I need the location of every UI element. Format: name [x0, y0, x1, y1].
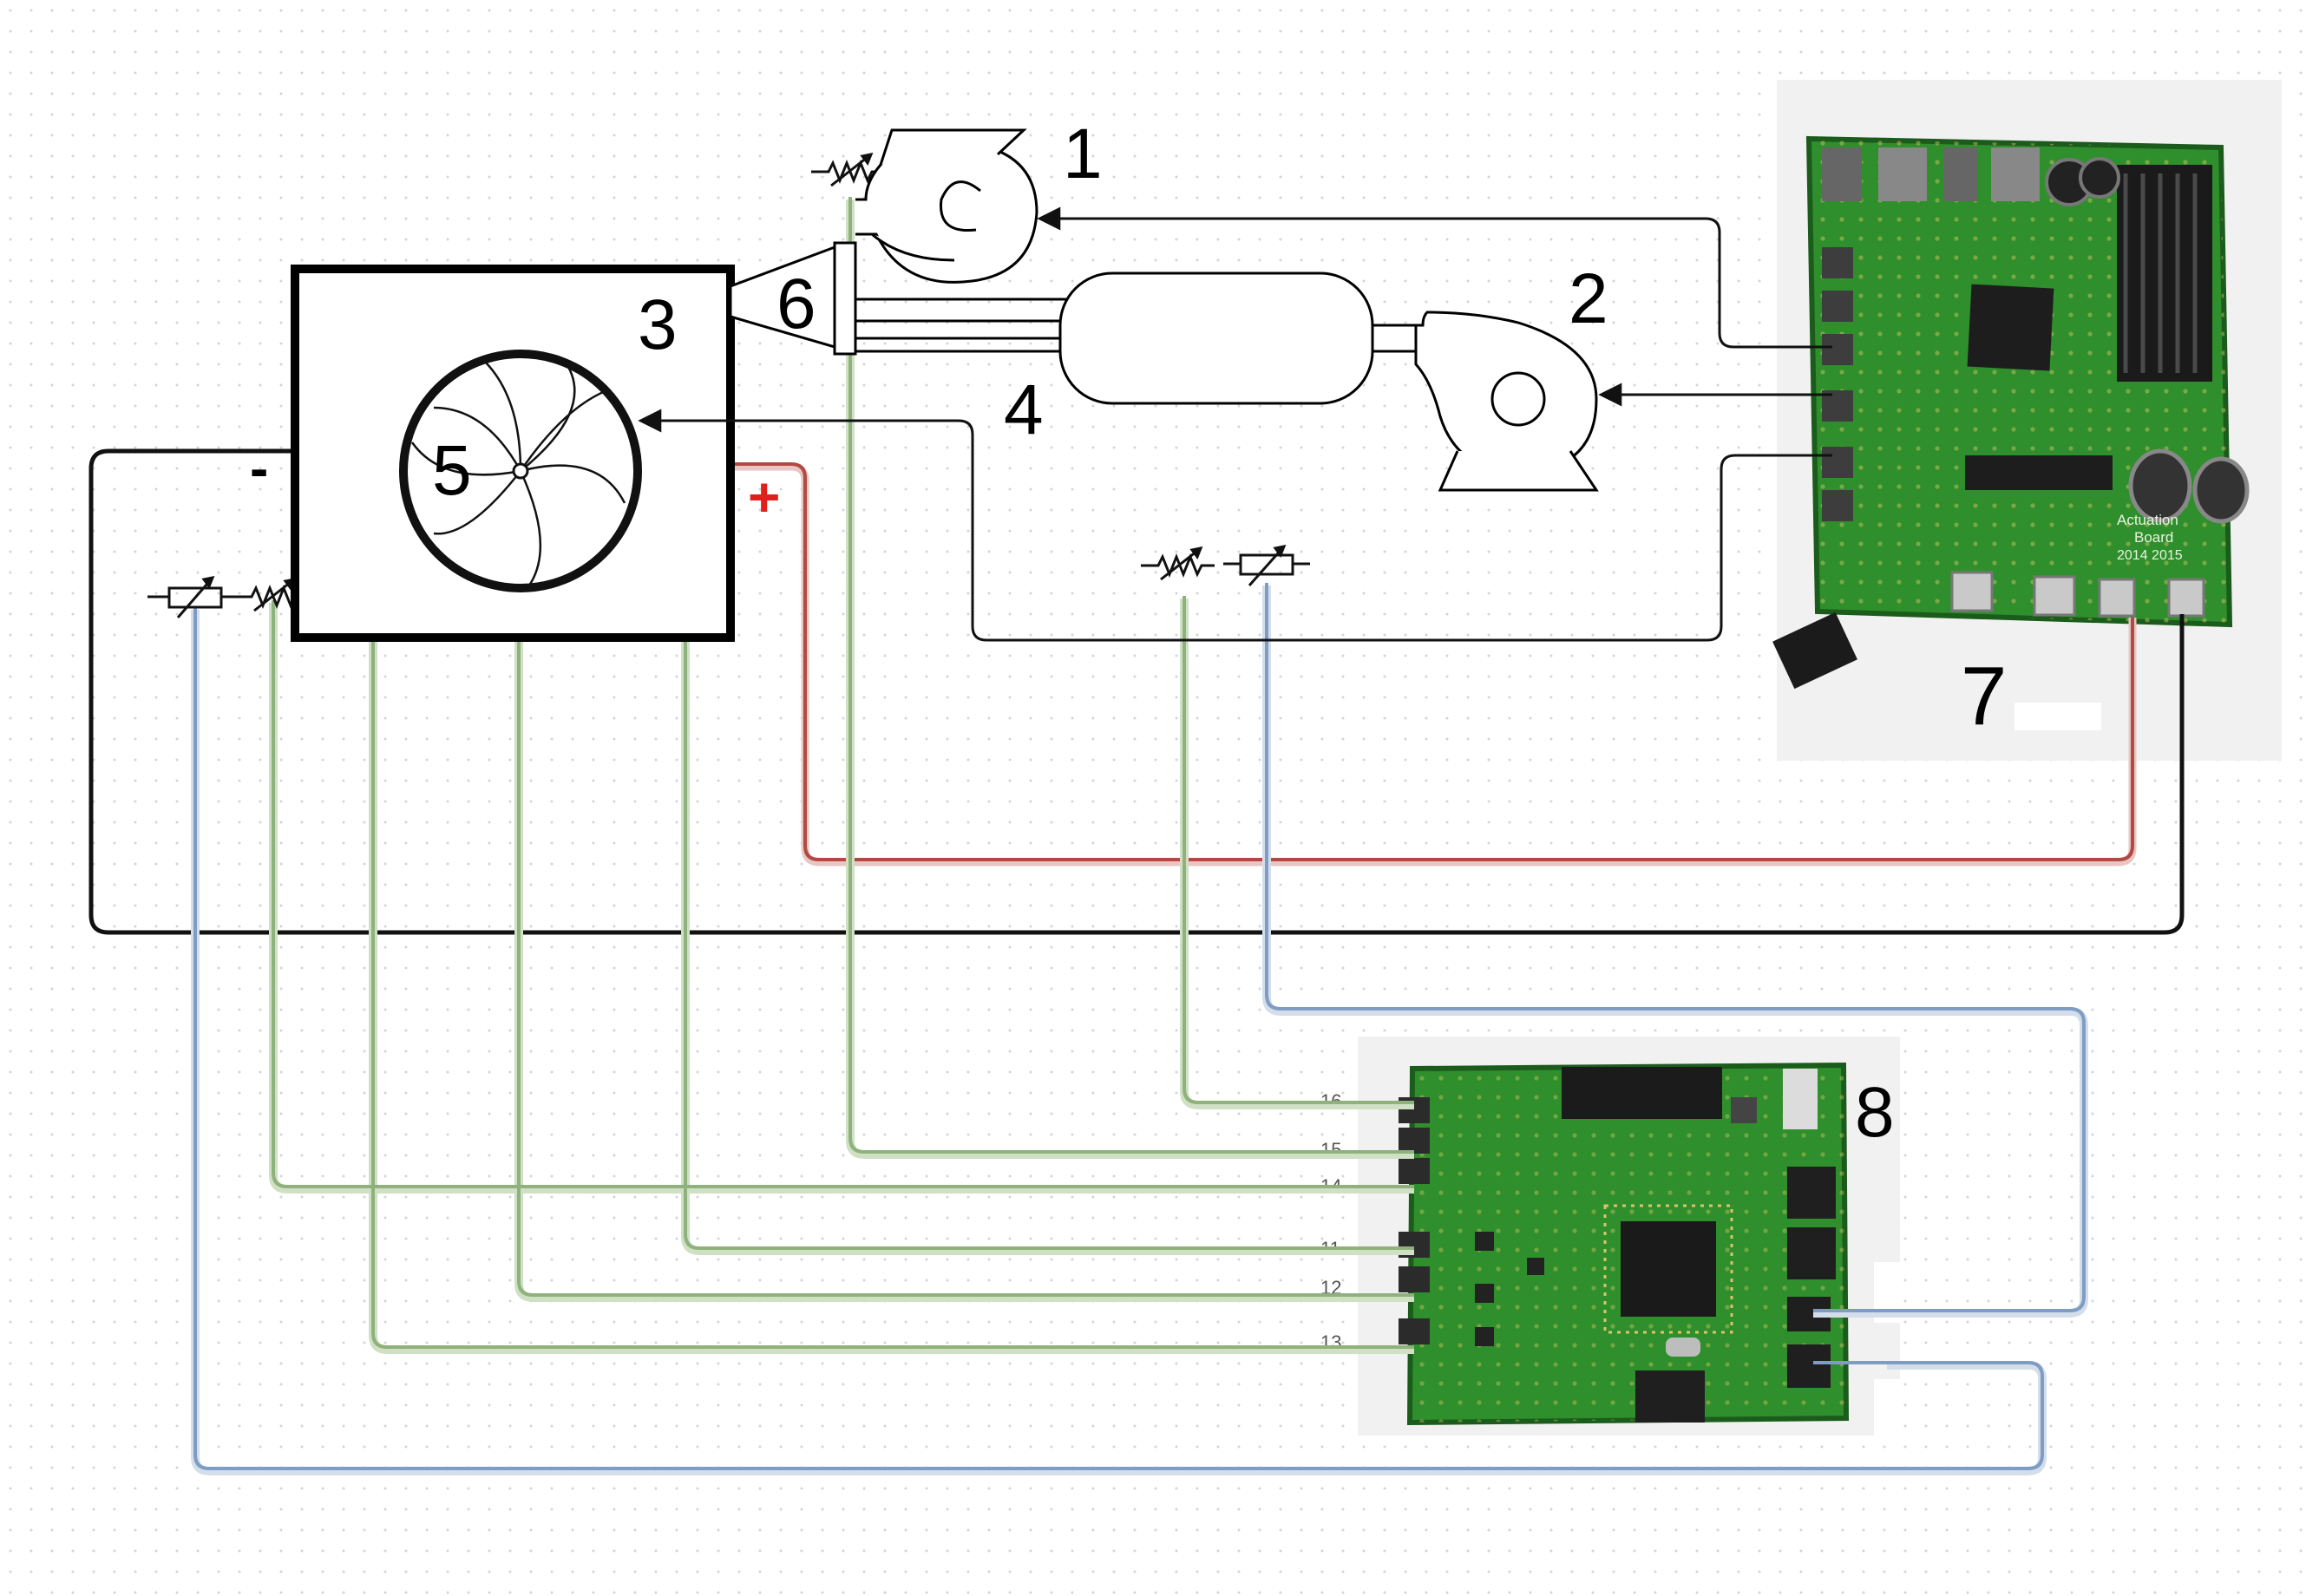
label-plus: + [748, 466, 780, 528]
label-2: 2 [1569, 259, 1608, 338]
board7-silk-1: Actuation [2117, 512, 2178, 528]
fan-wheel [399, 350, 642, 592]
label-8: 8 [1855, 1073, 1895, 1152]
number-labels: 1 2 3 4 5 6 7 8 - + [250, 114, 2007, 1152]
label-6: 6 [776, 265, 816, 343]
wire-black-ground [88, 448, 2185, 935]
board7-silk-3: 2014 2015 [2117, 548, 2183, 563]
sensor-left-box [147, 575, 234, 618]
label-3: 3 [638, 285, 678, 364]
board8-pin-labels: 16 15 14 11 12 13 [1320, 1090, 1341, 1353]
label-4: 4 [1004, 370, 1044, 449]
sensor-middle-zigzag [1141, 546, 1215, 581]
blower-2 [1414, 311, 1599, 492]
measurement-board-photo: 16 15 14 11 12 13 [1320, 1037, 1900, 1440]
signal-arrows [638, 206, 1832, 642]
board7-silk-2: Board [2134, 529, 2173, 546]
label-7: 7 [1961, 650, 2007, 742]
label-5: 5 [432, 431, 472, 510]
label-1: 1 [1063, 114, 1103, 193]
blower-1 [855, 128, 1038, 284]
actuation-board-photo: Actuation Board 2014 2015 [1772, 80, 2282, 761]
sensor-chamber-left [234, 577, 299, 612]
sensor-blower1 [811, 152, 889, 187]
sensor-middle-box [1223, 544, 1310, 586]
pipe-and-tank [855, 271, 1418, 405]
label-minus: - [250, 437, 268, 500]
wires-blue [191, 583, 2088, 1475]
nozzle [729, 241, 857, 356]
